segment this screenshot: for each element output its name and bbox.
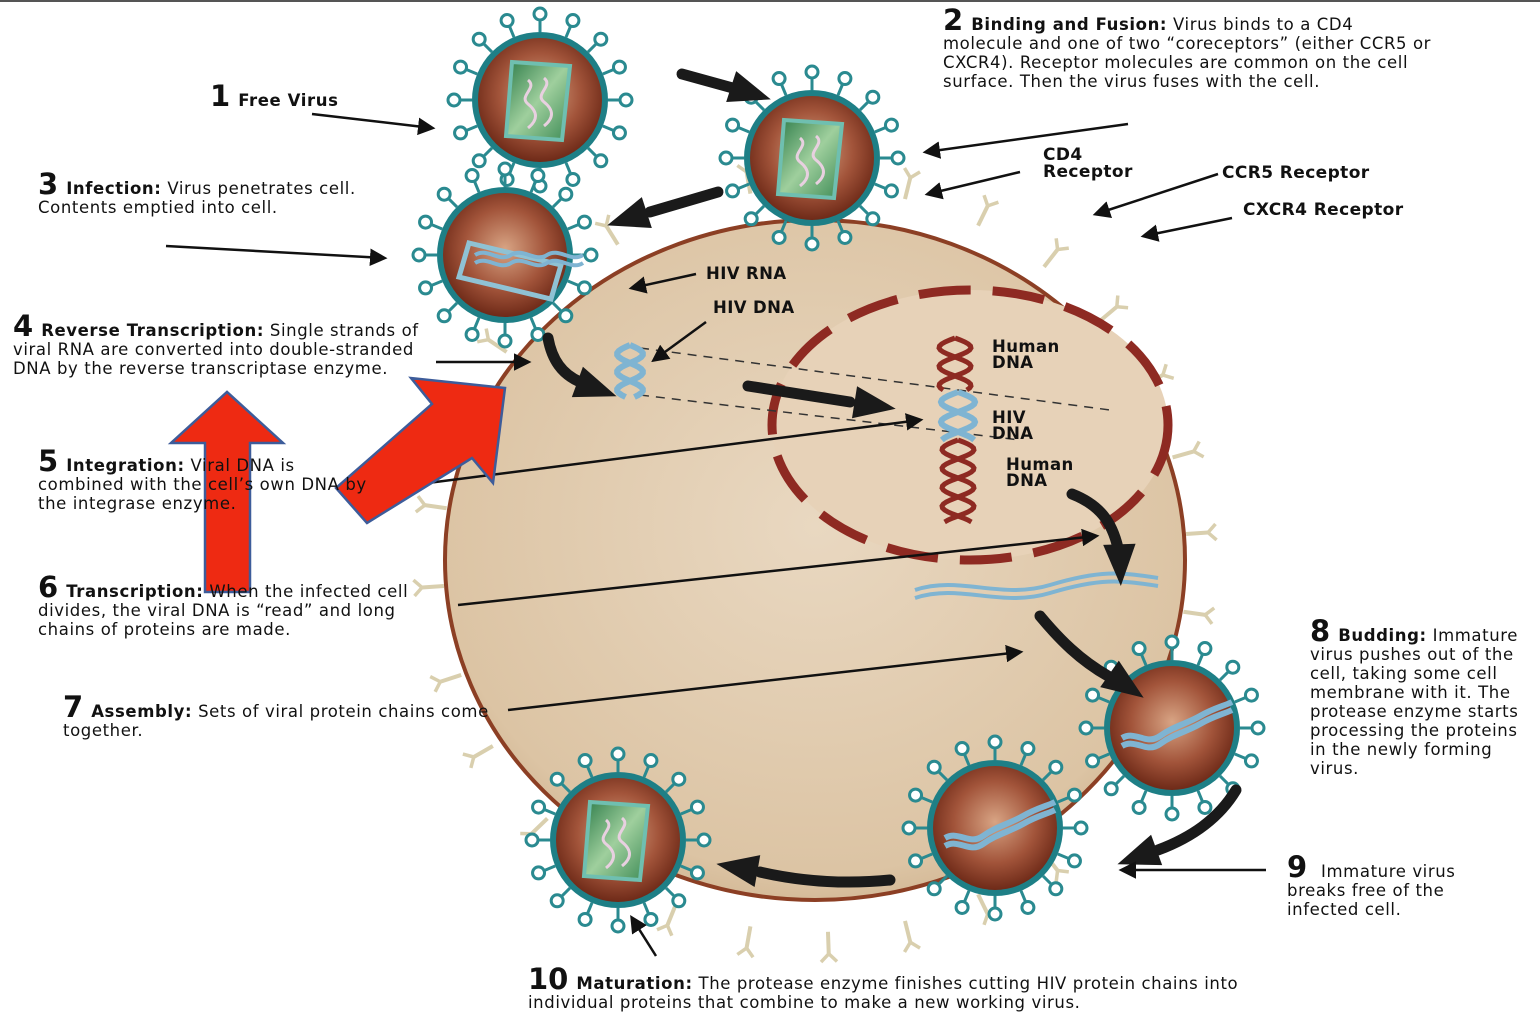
arrow-2-to-3	[650, 192, 718, 212]
step-body: Immature virus pushes out of the cell, t…	[1310, 626, 1518, 778]
free-virus	[448, 8, 632, 192]
step-number: 7	[63, 690, 83, 724]
hiv-rna-label: HIV RNA	[706, 266, 787, 282]
immature-virus	[903, 736, 1087, 920]
arrow-2-to-3-head	[607, 197, 652, 228]
receptor	[430, 675, 461, 692]
arrow-1-to-2-head	[726, 71, 771, 102]
pointer-free-virus	[312, 114, 432, 128]
step-number: 9	[1287, 850, 1307, 884]
hiv-dna-label: HIV DNA	[713, 300, 795, 316]
step-8-description: 8 Budding: Immature virus pushes out of t…	[1310, 617, 1532, 778]
arrow-8-to-9-head	[1117, 835, 1162, 865]
receptor	[821, 932, 837, 962]
receptor	[1044, 238, 1069, 267]
step-1-label: 1 Free Virus	[210, 82, 339, 110]
step-9-description: 9 Immature virus breaks free of the infe…	[1287, 853, 1457, 919]
step-title: Budding:	[1338, 626, 1427, 645]
step-title: Transcription:	[66, 582, 203, 601]
step-number: 5	[38, 444, 58, 478]
pointer-cxcr4	[1144, 218, 1232, 236]
step-number: 2	[943, 3, 963, 37]
receptor	[416, 496, 447, 512]
human-dna-lower-label: Human DNA	[1006, 457, 1096, 489]
step-title: Infection:	[66, 179, 161, 198]
receptor	[595, 215, 618, 245]
receptor	[1183, 608, 1214, 624]
step-title: Binding and Fusion:	[971, 15, 1167, 34]
cxcr4-receptor-label: CXCR4 Receptor	[1243, 202, 1403, 219]
step-title: Reverse Transcription:	[41, 321, 264, 340]
receptor	[904, 168, 920, 199]
receptor	[737, 926, 753, 957]
step-body: Immature virus breaks free of the infect…	[1287, 862, 1456, 919]
step-title: Assembly:	[91, 702, 192, 721]
human-dna-upper-label: Human DNA	[992, 339, 1082, 371]
mature-virus	[526, 748, 710, 932]
step-title: Maturation:	[576, 974, 692, 993]
ccr5-receptor-label: CCR5 Receptor	[1222, 165, 1370, 182]
cd4-receptor-label: CD4 Receptor	[1043, 147, 1163, 181]
step-number: 10	[528, 962, 568, 996]
receptor	[904, 921, 920, 952]
receptor	[657, 905, 676, 936]
pointer-cd4	[928, 172, 1020, 194]
step-number: 6	[38, 570, 58, 604]
step-number: 3	[38, 167, 58, 201]
step-number: 4	[13, 309, 33, 343]
receptor	[1173, 442, 1204, 458]
receptor	[1186, 524, 1216, 540]
hiv-dna-nucleus-label: HIV DNA	[992, 410, 1052, 442]
step-number: 1	[210, 79, 230, 113]
receptor	[978, 195, 998, 225]
step-number: 8	[1310, 614, 1330, 648]
receptor	[463, 746, 493, 768]
receptor	[1100, 295, 1128, 320]
pointer-infection	[166, 246, 384, 258]
step-title: Integration:	[66, 456, 184, 475]
step-title: Free Virus	[238, 91, 338, 110]
